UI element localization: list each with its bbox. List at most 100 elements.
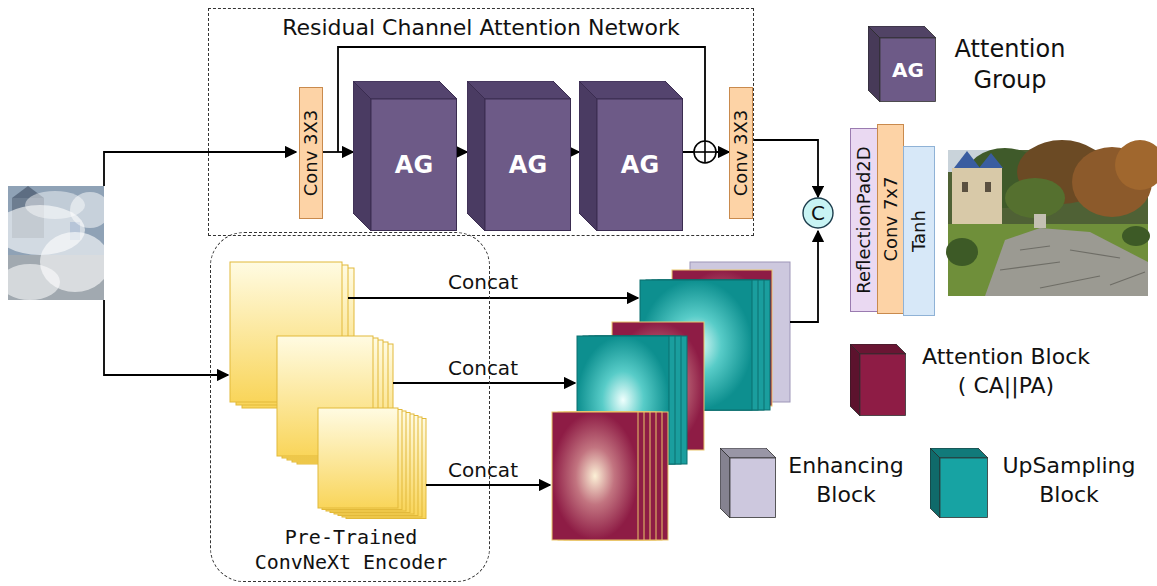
output-roof xyxy=(979,153,1003,168)
circle-label: C xyxy=(811,201,825,225)
swatch-shade xyxy=(850,344,860,416)
output-fountain xyxy=(1034,214,1046,228)
vertical-text-wrap: ReflectionPad2D xyxy=(854,146,875,293)
layer-box: ReflectionPad2D xyxy=(850,128,878,312)
cube-label-wrap: AG xyxy=(597,99,683,231)
encoder-feature-block xyxy=(318,408,398,508)
layer-box: Tanh xyxy=(903,146,935,316)
network-group: Residual Channel Attention NetworkConv 3… xyxy=(208,8,754,236)
cube-label-wrap: AG xyxy=(371,99,457,231)
output-stone-line xyxy=(1110,272,1145,285)
wire xyxy=(104,152,296,186)
swatch-front xyxy=(940,458,988,518)
swatch-front xyxy=(860,354,906,416)
cube-side xyxy=(353,81,371,231)
legend-text: Attention Group xyxy=(955,35,1066,94)
concat-label: Concat xyxy=(448,356,518,380)
output-stone-line xyxy=(1040,276,1100,288)
swatch-front xyxy=(730,458,776,518)
label-wrap: Concat xyxy=(448,356,518,382)
output-grass xyxy=(948,224,1148,296)
connector xyxy=(753,140,818,197)
input-haze xyxy=(25,191,85,219)
vertical-text-wrap: Conv 3X3 xyxy=(731,110,752,197)
cube-label: AG xyxy=(621,151,659,179)
legend-text-wrap: UpSampling Block xyxy=(993,452,1145,509)
title-wrap: Residual Channel Attention Network xyxy=(209,14,753,43)
output-stone-line xyxy=(1000,262,1060,270)
swatch-label: AG xyxy=(892,58,924,82)
layer-label: ReflectionPad2D xyxy=(853,146,874,293)
layer-label: Conv 3X3 xyxy=(730,110,751,197)
layer-box: Conv 3X3 xyxy=(729,87,753,219)
concat-circle: C xyxy=(802,197,834,229)
layer-label: Tanh xyxy=(908,210,929,252)
label-wrap: Concat xyxy=(448,458,518,484)
layer-box: Conv 7x7 xyxy=(877,124,904,314)
swatch-face xyxy=(720,448,730,518)
layer-box: Conv 3X3 xyxy=(299,87,323,219)
cube-side xyxy=(467,81,485,231)
connector xyxy=(457,151,467,153)
vertical-text-wrap: Conv 7x7 xyxy=(880,177,901,262)
label-wrap: AG xyxy=(880,38,936,102)
legend-text-wrap: Enhancing Block xyxy=(780,452,912,509)
attention-group-cube: AG xyxy=(579,81,683,231)
connector xyxy=(683,151,729,153)
output-roof xyxy=(954,151,980,168)
output-castle xyxy=(952,168,1002,224)
output-tree xyxy=(1115,140,1157,190)
concat-label: Concat xyxy=(448,270,518,294)
swatch-shade xyxy=(868,26,880,102)
circle-outline xyxy=(803,198,833,228)
title-wrap: Pre-Trained ConvNeXt Encoder xyxy=(236,525,466,575)
legend-text: Enhancing Block xyxy=(788,453,903,507)
swatch-shade xyxy=(720,448,730,518)
swatch-front xyxy=(880,38,936,102)
cube-front xyxy=(371,99,457,231)
vertical-text-wrap: Tanh xyxy=(909,210,930,252)
legend-text-wrap: Attention Group xyxy=(940,34,1080,96)
group-title: Pre-Trained ConvNeXt Encoder xyxy=(255,525,448,574)
wire xyxy=(348,297,638,299)
wire xyxy=(393,382,575,384)
legend-swatch xyxy=(720,448,776,518)
output-bush xyxy=(946,238,978,266)
connector xyxy=(571,151,579,153)
output-stone-line xyxy=(1020,246,1050,250)
legend-text: UpSampling Block xyxy=(1002,453,1135,507)
output-window xyxy=(985,182,991,192)
concat-label: Concat xyxy=(448,458,518,482)
swatch-face xyxy=(868,26,880,102)
input-haze xyxy=(0,264,60,300)
wire xyxy=(426,484,550,486)
swatch-face xyxy=(850,344,860,416)
output-tree xyxy=(1005,178,1065,218)
swatch-shade xyxy=(930,448,940,518)
layer-label: Conv 3X3 xyxy=(300,110,321,197)
swatch-face xyxy=(930,448,940,518)
output-bush xyxy=(1122,226,1150,246)
label-wrap: Concat xyxy=(448,270,518,296)
output-window xyxy=(962,182,968,192)
sum-symbol xyxy=(694,141,716,163)
legend-text: Attention Block ( CA||PA) xyxy=(922,344,1090,398)
group-title: Residual Channel Attention Network xyxy=(282,15,680,40)
wire xyxy=(790,231,818,322)
sum-symbol-bar xyxy=(704,141,706,163)
layer-label: Conv 7x7 xyxy=(879,177,900,262)
connector xyxy=(323,151,353,153)
vertical-text-wrap: Conv 3X3 xyxy=(301,110,322,197)
cube-side xyxy=(579,81,597,231)
cube-front xyxy=(597,99,683,231)
cube-front xyxy=(485,99,571,231)
attention-group-cube: AG xyxy=(353,81,457,231)
legend-swatch xyxy=(930,448,988,518)
attention-group-cube: AG xyxy=(467,81,571,231)
attention-block xyxy=(552,412,638,540)
cube-label: AG xyxy=(509,151,547,179)
cube-label-wrap: AG xyxy=(485,99,571,231)
output-stone-line xyxy=(1070,250,1120,258)
